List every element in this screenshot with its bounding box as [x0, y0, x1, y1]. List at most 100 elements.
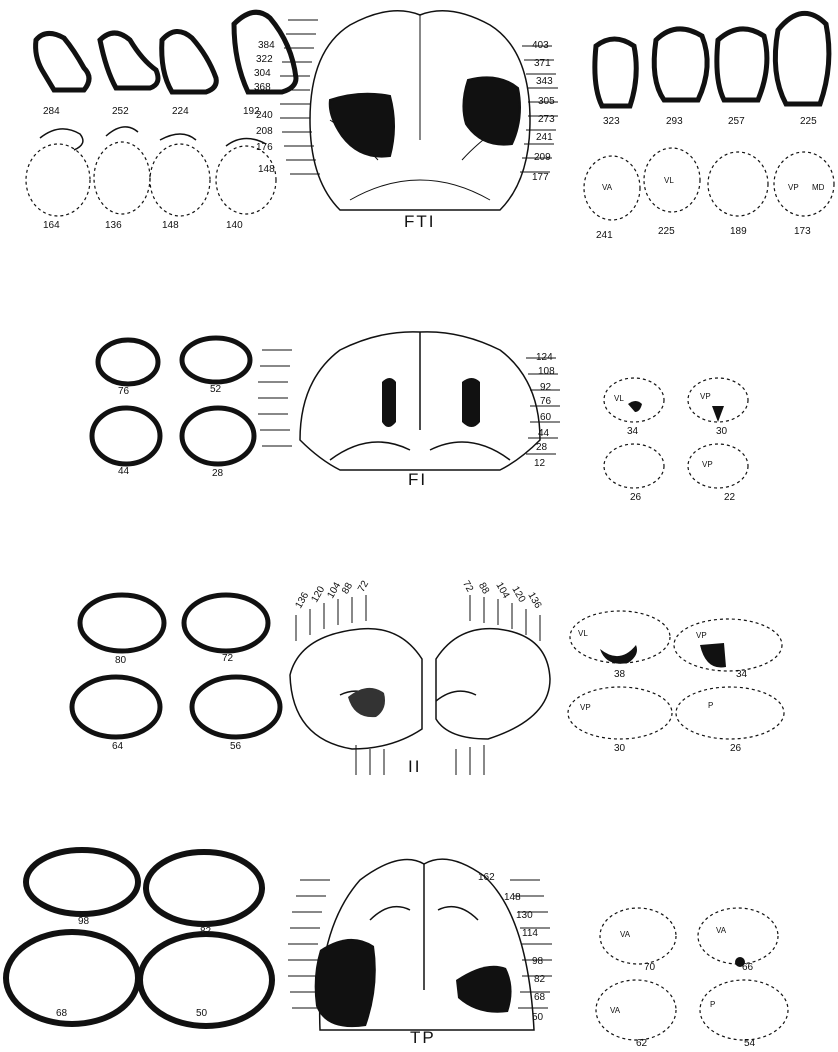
panel-title: FTI: [404, 212, 436, 232]
section-number: 68: [56, 1008, 67, 1019]
panel-fi-drawing: [0, 320, 838, 520]
nucleus-label: VP: [702, 460, 713, 469]
nucleus-label: VL: [578, 629, 588, 638]
tick-label: 176: [256, 142, 273, 153]
nucleus-label: MD: [812, 183, 824, 192]
nucleus-label: VP: [788, 183, 799, 192]
tick-label: 241: [536, 132, 553, 143]
tick-label: 322: [256, 54, 273, 65]
lesion-right: [462, 378, 480, 427]
section-number: 44: [118, 466, 129, 477]
section-number: 30: [716, 426, 727, 437]
tick-label: 343: [536, 76, 553, 87]
section-number: 293: [666, 116, 683, 127]
section-number: 72: [222, 653, 233, 664]
lesion-right: [456, 966, 512, 1013]
tick-label: 304: [254, 68, 271, 79]
tick-label: 76: [540, 396, 551, 407]
section-number: 62: [636, 1038, 647, 1049]
section-number: 66: [742, 962, 753, 973]
coronal-section: [80, 595, 164, 651]
nucleus-label: VA: [602, 183, 612, 192]
section-number: 52: [210, 384, 221, 395]
panel-ii: 80 72 64 56 136 120 104 88 72 72 88 104 …: [0, 585, 838, 795]
section-number: 64: [112, 741, 123, 752]
section-number: 80: [115, 655, 126, 666]
lesion-left: [382, 378, 396, 427]
section-number: 34: [627, 426, 638, 437]
panel-title: TP: [410, 1028, 436, 1048]
panel-title: FI: [408, 470, 427, 490]
section-number: 148: [162, 220, 179, 231]
tick-label: 98: [532, 956, 543, 967]
coronal-section: [192, 677, 280, 737]
lesion-left: [315, 939, 376, 1027]
panel-title: II: [408, 757, 421, 777]
section-number: 284: [43, 106, 60, 117]
tick-label: 130: [516, 910, 533, 921]
section-number: 38: [614, 669, 625, 680]
section-number: 76: [118, 386, 129, 397]
section-number: 252: [112, 106, 129, 117]
section-number: 225: [658, 226, 675, 237]
tick-label: 28: [536, 442, 547, 453]
section-number: 225: [800, 116, 817, 127]
tick-label: 124: [536, 352, 553, 363]
section-number: 189: [730, 226, 747, 237]
brain-outline: [290, 629, 422, 749]
coronal-section: [98, 340, 158, 384]
tick-label: 68: [534, 992, 545, 1003]
section-number: 22: [724, 492, 735, 503]
coronal-section: [72, 677, 160, 737]
nucleus-label: VL: [664, 176, 674, 185]
tick-label: 82: [534, 974, 545, 985]
tick-label: 273: [538, 114, 555, 125]
tick-label: 44: [538, 428, 549, 439]
section-number: 82: [200, 926, 211, 937]
coronal-section: [182, 338, 250, 382]
panel-tp-drawing: [0, 840, 838, 1052]
coronal-section: [234, 12, 296, 92]
nucleus-label: P: [708, 701, 713, 710]
section-number: 30: [614, 743, 625, 754]
section-number: 70: [644, 962, 655, 973]
panel-fti: 284 252 224 192 164 136 148 140 384 322 …: [0, 0, 838, 270]
coronal-section: [26, 850, 138, 914]
section-number: 56: [230, 741, 241, 752]
tick-label: 177: [532, 172, 549, 183]
section-number: 54: [744, 1038, 755, 1049]
tick-label: 305: [538, 96, 555, 107]
section-number: 140: [226, 220, 243, 231]
nucleus-label: VA: [716, 926, 726, 935]
section-number: 323: [603, 116, 620, 127]
nucleus-label: P: [710, 1000, 715, 1009]
section-number: 26: [630, 492, 641, 503]
section-number: 28: [212, 468, 223, 479]
nucleus-label: VL: [614, 394, 624, 403]
coronal-section: [146, 852, 262, 924]
tick-label: 60: [540, 412, 551, 423]
tick-label: 371: [534, 58, 551, 69]
coronal-section: [100, 33, 158, 88]
coronal-section: [162, 31, 217, 92]
tick-label: 240: [256, 110, 273, 121]
tick-label: 368: [254, 82, 271, 93]
section-number: 136: [105, 220, 122, 231]
coronal-section: [184, 595, 268, 651]
coronal-section: [6, 932, 138, 1024]
section-number: 173: [794, 226, 811, 237]
lesion-left: [330, 94, 394, 157]
panel-fi: 76 52 44 28 124 108 92 76 60 44 28 12 FI…: [0, 320, 838, 520]
tick-label: 403: [532, 40, 549, 51]
section-number: 257: [728, 116, 745, 127]
section-number: 26: [730, 743, 741, 754]
tick-label: 162: [478, 872, 495, 883]
tick-label: 384: [258, 40, 275, 51]
nucleus-label: VP: [696, 631, 707, 640]
nucleus-label: VP: [700, 392, 711, 401]
tick-label: 12: [534, 458, 545, 469]
section-number: 241: [596, 230, 613, 241]
tick-label: 92: [540, 382, 551, 393]
coronal-section: [92, 408, 160, 464]
tick-label: 209: [534, 152, 551, 163]
